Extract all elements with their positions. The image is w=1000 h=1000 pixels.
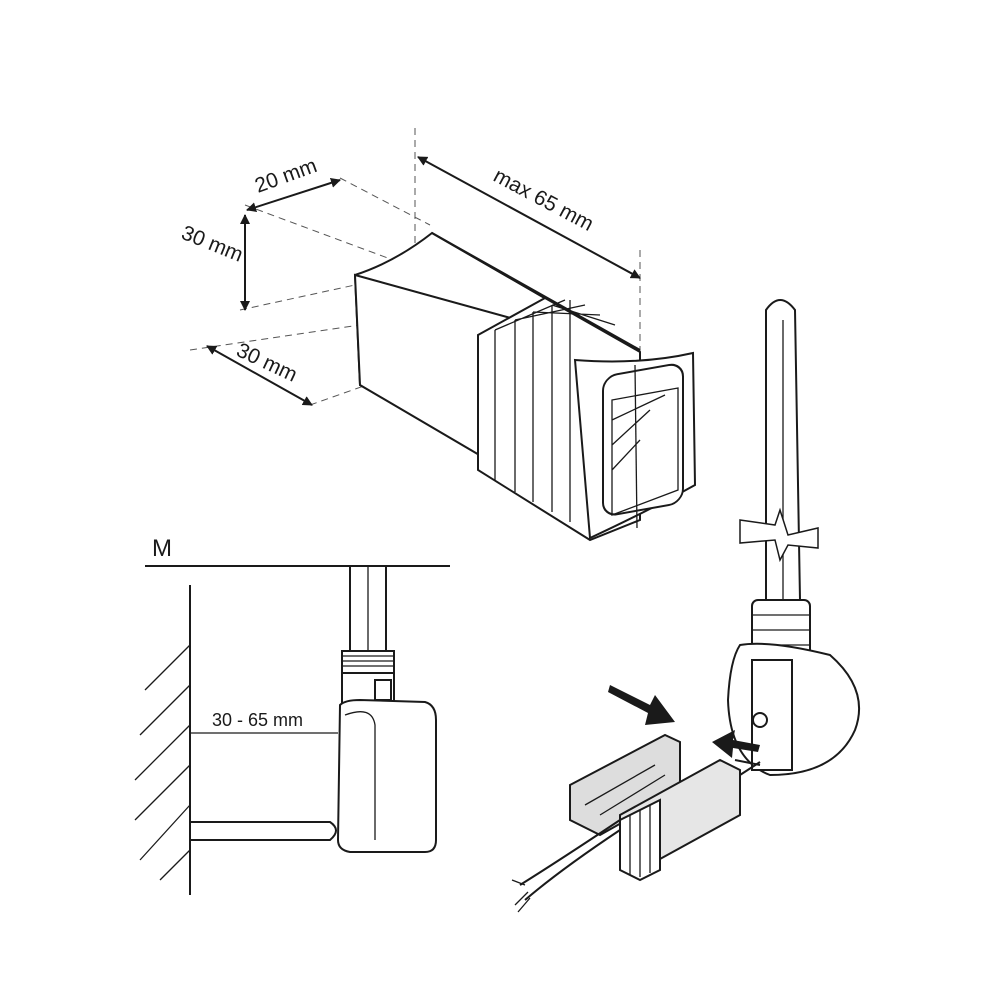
insert-arrow-icon [608, 685, 675, 725]
width-arrow [246, 178, 341, 212]
housing-dimension-drawing: 20 mm 30 mm 30 mm max 65 mm [178, 128, 697, 542]
length-arrow [417, 156, 641, 279]
width-label: 20 mm [252, 154, 320, 198]
wall-label: M [152, 535, 172, 562]
height-label: 30 mm [178, 221, 246, 266]
depth-arrow [206, 345, 313, 406]
push-arrow-icon [712, 730, 760, 758]
wall-distance-label: 30 - 65 mm [212, 710, 303, 730]
wall-mount-drawing: M 30 - 65 mm [134, 535, 450, 895]
heating-element-assembly [511, 299, 861, 913]
